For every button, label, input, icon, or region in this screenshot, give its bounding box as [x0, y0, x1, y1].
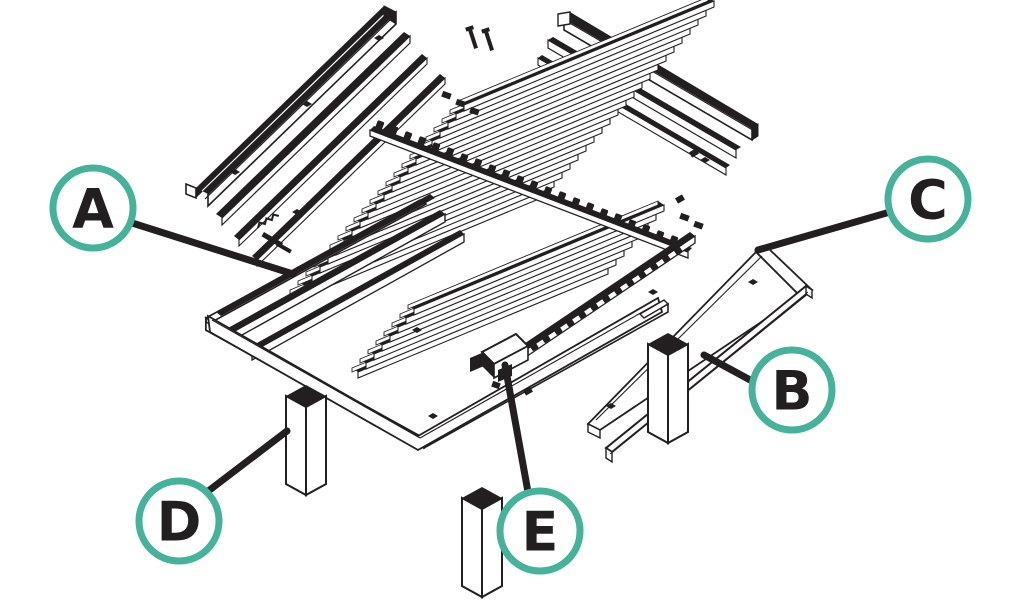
- callout-a[interactable]: A: [49, 164, 137, 252]
- callout-a-ring: [49, 164, 137, 252]
- callout-b[interactable]: B: [748, 346, 836, 434]
- part-right-side-joist: [586, 246, 814, 440]
- leader-line-c: [754, 208, 894, 254]
- callout-e[interactable]: E: [496, 487, 584, 575]
- callout-b-ring: [748, 346, 836, 434]
- callout-c-label: C: [908, 169, 948, 232]
- part-toothed-support-rail-upper: [369, 120, 692, 259]
- callout-d-label: D: [157, 491, 202, 554]
- part-support-post-center: [461, 486, 503, 598]
- part-support-post-right: [647, 332, 689, 444]
- callout-c[interactable]: C: [884, 155, 972, 243]
- part-lower-left-fascia-board: [206, 289, 664, 452]
- callout-a-label: A: [72, 178, 114, 241]
- callout-c-ring: [884, 155, 972, 243]
- leader-line-d: [203, 427, 291, 496]
- part-upper-left-channel-rail: [185, 5, 397, 208]
- fascia-notch: [638, 299, 670, 319]
- leader-line-e: [501, 361, 532, 496]
- leader-line-a: [125, 218, 297, 278]
- callout-d[interactable]: D: [135, 477, 223, 565]
- part-support-post-left: [285, 384, 327, 496]
- part-fasteners: [257, 25, 710, 396]
- callout-b-label: B: [771, 360, 812, 423]
- leader-line-b: [700, 351, 756, 385]
- callout-e-ring: [496, 487, 584, 575]
- callout-d-ring: [135, 477, 223, 565]
- callout-e-label: E: [522, 501, 559, 564]
- leader-lines: [125, 208, 894, 496]
